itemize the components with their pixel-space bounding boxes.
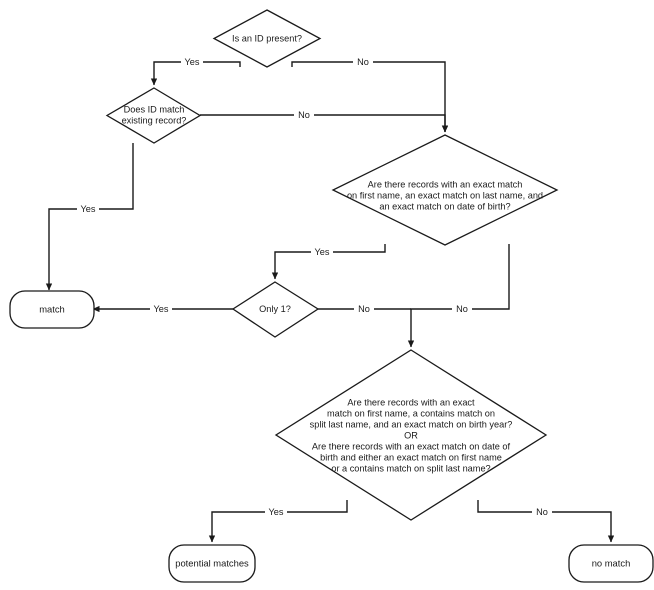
- edge-fuzzy-yes: Yes: [208, 500, 348, 543]
- rounded-rect-shape: [9, 290, 95, 329]
- edge-only-one-yes: Yes: [92, 303, 233, 315]
- node-label-exact-match-line1: Are there records with an exact match: [368, 179, 523, 189]
- edge-label-bg: [77, 203, 99, 215]
- edge-label-fuzzy-yes: Yes: [269, 507, 284, 517]
- edge-exact-match-no: No: [407, 244, 510, 348]
- edge-id-present-yes: Yes: [150, 56, 241, 86]
- diamond-shape: [274, 349, 548, 521]
- node-label-only-one: Only 1?: [259, 304, 291, 314]
- node-label-fuzzy-line6: birth and either an exact match on first…: [320, 452, 502, 462]
- edge-label-bg: [311, 246, 333, 258]
- node-is-id-present[interactable]: Is an ID present?: [212, 9, 322, 68]
- diamond-shape: [331, 134, 559, 246]
- edge-fuzzy-no: No: [477, 500, 615, 543]
- edge-label-bg: [452, 303, 472, 315]
- diamond-shape: [231, 281, 320, 338]
- node-label-fuzzy-line7: or a contains match on split last name?: [331, 463, 490, 473]
- node-label-fuzzy-line5: Are there records with an exact match on…: [312, 441, 511, 451]
- node-label-is-id-present: Is an ID present?: [232, 33, 302, 43]
- edge-label-bg: [265, 506, 287, 518]
- edge-label-bg: [181, 56, 203, 68]
- node-fuzzy-match-check[interactable]: Are there records with an exact match on…: [274, 349, 548, 521]
- node-label-potential-matches: potential matches: [175, 557, 249, 568]
- edge-label-id-match-yes: Yes: [81, 204, 96, 214]
- node-label-does-id-match-line2: existing record?: [122, 115, 187, 125]
- edge-label-bg: [532, 506, 552, 518]
- node-does-id-match[interactable]: Does ID match existing record?: [105, 87, 202, 144]
- edge-id-match-yes: Yes: [45, 143, 134, 291]
- node-no-match[interactable]: no match: [568, 544, 654, 583]
- node-label-fuzzy-line3: split last name, and an exact match on b…: [310, 419, 513, 429]
- edge-label-exact-match-yes: Yes: [315, 247, 330, 257]
- node-label-does-id-match-line1: Does ID match: [124, 104, 185, 114]
- edge-label-only-one-yes: Yes: [154, 304, 169, 314]
- edge-label-id-match-no: No: [298, 110, 310, 120]
- node-label-fuzzy-line4: OR: [404, 430, 418, 440]
- node-potential-matches[interactable]: potential matches: [168, 544, 256, 583]
- edge-label-bg: [353, 56, 373, 68]
- edge-id-match-no: No: [200, 109, 449, 133]
- diamond-shape: [105, 87, 202, 144]
- rounded-rect-shape: [168, 544, 256, 583]
- edge-label-fuzzy-no: No: [536, 507, 548, 517]
- edge-label-bg: [294, 109, 314, 121]
- rounded-rect-shape: [568, 544, 654, 583]
- edge-label-only-one-no: No: [358, 304, 370, 314]
- node-label-no-match: no match: [592, 557, 631, 568]
- edge-label-id-present-no: No: [357, 57, 369, 67]
- edge-exact-match-yes: Yes: [271, 244, 386, 280]
- edge-label-bg: [150, 303, 172, 315]
- edge-label-id-present-yes: Yes: [185, 57, 200, 67]
- node-label-exact-match-line3: an exact match on date of birth?: [379, 201, 510, 211]
- node-label-exact-match-line2: on first name, an exact match on last na…: [347, 190, 543, 200]
- node-match[interactable]: match: [9, 290, 95, 329]
- node-only-one[interactable]: Only 1?: [231, 281, 320, 338]
- node-label-fuzzy-line1: Are there records with an exact: [347, 397, 475, 407]
- node-label-match: match: [39, 303, 65, 314]
- node-label-fuzzy-line2: match on first name, a contains match on: [327, 408, 495, 418]
- diamond-shape: [212, 9, 322, 68]
- edge-id-present-no: No: [291, 56, 449, 133]
- edge-label-exact-match-no: No: [456, 304, 468, 314]
- edge-label-bg: [354, 303, 374, 315]
- edge-only-one-no: No: [318, 303, 411, 315]
- node-exact-match-check[interactable]: Are there records with an exact match on…: [331, 134, 559, 246]
